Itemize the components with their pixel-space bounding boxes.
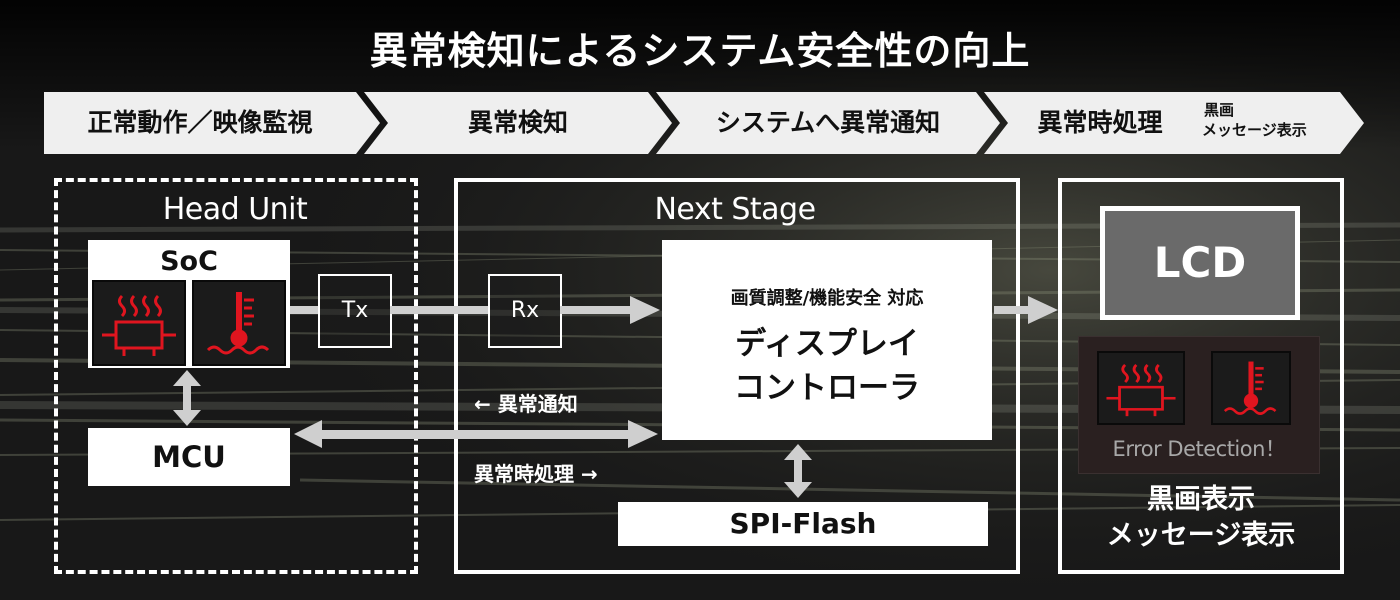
- notify-label: ← 異常通知: [474, 392, 578, 416]
- soc-mcu-line: [183, 384, 191, 412]
- lcd-caption: 黒画表示 メッセージ表示: [1062, 482, 1340, 554]
- step-label-4: 異常時処理: [1037, 108, 1163, 137]
- tx-rx-line: [390, 306, 488, 314]
- lcd-caption-line-2: メッセージ表示: [1106, 520, 1296, 551]
- error-display: Error Detection！: [1078, 336, 1320, 474]
- soc-label: SoC: [160, 246, 218, 277]
- spi-flash-block: SPI-Flash: [618, 502, 988, 546]
- soc-mcu-arrowhead-down: [173, 410, 201, 426]
- thermometer-icon: [1211, 351, 1291, 425]
- step-label-1: 正常動作／映像監視: [87, 108, 313, 137]
- mcu-dc-line: [320, 430, 630, 439]
- mcu-dc-arrowhead-right: [628, 420, 658, 448]
- display-controller-line-2: コントローラ: [734, 370, 920, 406]
- soc-tx-line: [290, 306, 318, 314]
- page-title: 異常検知によるシステム安全性の向上: [369, 29, 1031, 73]
- display-controller-block: 画質調整/機能安全 対応 ディスプレイ コントローラ: [662, 240, 992, 440]
- rx-port: Rx: [488, 274, 562, 348]
- error-detection-text: Error Detection！: [1112, 437, 1286, 461]
- head-unit-title: Head Unit: [162, 192, 308, 227]
- step-label-2: 異常検知: [467, 108, 568, 137]
- rx-dc-line: [560, 306, 632, 314]
- step-chevron-2: [364, 92, 672, 154]
- display-controller-subtitle: 画質調整/機能安全 対応: [730, 288, 924, 309]
- next-stage-title: Next Stage: [654, 192, 816, 227]
- dc-spi-arrowhead-up: [784, 444, 812, 460]
- step-sub-line-2: メッセージ表示: [1202, 121, 1307, 139]
- step-chevron-3: [656, 92, 1000, 154]
- step-sub-line-1: 黒画: [1204, 101, 1235, 119]
- tx-port: Tx: [318, 274, 392, 348]
- soc-block: SoC: [88, 240, 290, 368]
- step-chevron-1: [44, 92, 380, 154]
- dc-lcd-arrowhead: [1028, 296, 1058, 324]
- step-sub-label: 黒画 メッセージ表示: [1202, 100, 1342, 140]
- rx-dc-arrowhead: [630, 296, 660, 324]
- next-stage-panel: [454, 178, 1020, 574]
- dc-spi-arrowhead-down: [784, 482, 812, 498]
- display-controller-label: ディスプレイ コントローラ: [662, 322, 992, 410]
- overheat-chip-icon: [92, 280, 186, 366]
- lcd-panel: [1058, 178, 1344, 574]
- overheat-chip-icon: [1097, 351, 1185, 425]
- mcu-block: MCU: [88, 428, 290, 486]
- dc-lcd-line: [994, 306, 1030, 314]
- step-label-3: システムへ異常通知: [715, 108, 941, 137]
- display-controller-line-1: ディスプレイ: [735, 326, 919, 362]
- soc-mcu-arrowhead-up: [173, 370, 201, 386]
- mcu-dc-arrowhead-left: [294, 420, 322, 448]
- dc-spi-line: [794, 458, 802, 484]
- handling-label: 異常時処理 →: [474, 462, 598, 486]
- lcd-caption-line-1: 黒画表示: [1147, 484, 1255, 515]
- step-chevron-4: [984, 92, 1364, 154]
- thermometer-icon: [192, 280, 286, 366]
- head-unit-panel: [54, 178, 418, 574]
- lcd-block: LCD: [1100, 206, 1300, 320]
